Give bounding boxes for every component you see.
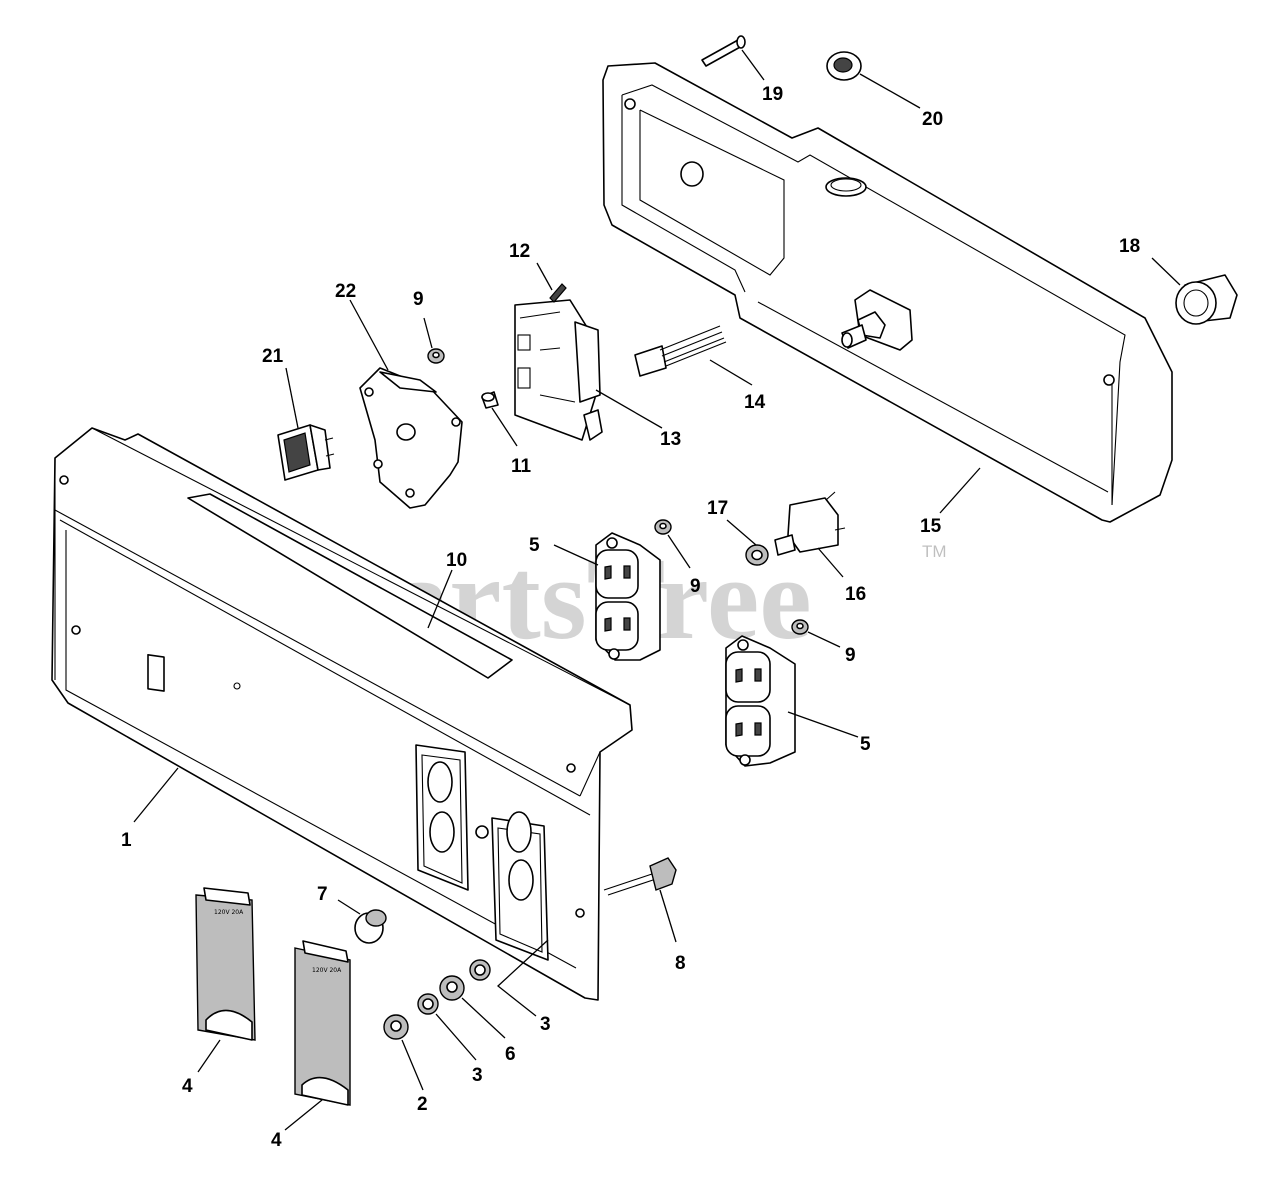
part-16-circuit-breaker[interactable] — [774, 491, 846, 556]
callout-18: 18 — [1119, 236, 1140, 257]
svg-text:120V 20A: 120V 20A — [312, 967, 342, 974]
part-14-harness[interactable] — [634, 325, 727, 377]
part-3-washer-left[interactable] — [417, 993, 439, 1015]
callout-16: 16 — [845, 584, 866, 605]
part-2-nut[interactable] — [383, 1014, 409, 1040]
callout-3-right: 3 — [540, 1014, 551, 1035]
callout-9-right: 9 — [845, 645, 856, 666]
callout-1: 1 — [121, 830, 132, 851]
part-13-circuit-board[interactable] — [514, 299, 603, 441]
callout-20: 20 — [922, 109, 943, 130]
part-11-pin[interactable] — [481, 391, 499, 409]
callout-15: 15 — [920, 516, 942, 537]
part-9-nut-middle[interactable] — [654, 519, 672, 535]
callout-13: 13 — [660, 429, 681, 450]
part-17-washer[interactable] — [745, 544, 769, 566]
part-8-bolt[interactable] — [603, 857, 677, 896]
callout-3-left: 3 — [472, 1065, 483, 1086]
part-4-cover-left[interactable]: 120V 20A — [195, 887, 256, 1041]
part-22-bracket[interactable] — [359, 367, 463, 509]
part-20-grommet[interactable] — [826, 51, 862, 81]
callout-4-left: 4 — [182, 1076, 193, 1097]
callout-9-top: 9 — [413, 289, 424, 310]
callout-7: 7 — [317, 884, 328, 905]
callout-9-middle: 9 — [690, 576, 701, 597]
callout-2: 2 — [417, 1094, 428, 1115]
part-7-knob[interactable] — [354, 909, 387, 944]
callout-17: 17 — [707, 498, 728, 519]
callout-5-lower: 5 — [860, 734, 871, 755]
part-5-receptacle-lower[interactable] — [725, 635, 796, 767]
callout-5-upper: 5 — [529, 535, 540, 556]
part-19-pin[interactable] — [701, 35, 746, 67]
callout-11: 11 — [511, 456, 532, 477]
callout-21: 21 — [262, 346, 284, 367]
callout-14: 14 — [744, 392, 766, 413]
part-5-receptacle-upper[interactable] — [595, 532, 661, 661]
callout-6: 6 — [505, 1044, 516, 1065]
part-21-rocker-switch[interactable] — [277, 424, 335, 481]
part-9-nut-top[interactable] — [427, 348, 445, 364]
callout-22: 22 — [335, 281, 356, 302]
callouts: 1 2 3 3 4 4 5 5 6 7 8 9 9 9 10 11 12 13 … — [121, 84, 1140, 1151]
part-9-nut-right[interactable] — [791, 619, 809, 635]
part-4-cover-right[interactable]: 120V 20A — [294, 940, 351, 1106]
svg-text:120V 20A: 120V 20A — [214, 909, 244, 916]
watermark-trademark: TM — [922, 542, 947, 561]
part-18-plug[interactable] — [1175, 274, 1238, 325]
callout-12: 12 — [509, 241, 530, 262]
callout-8: 8 — [675, 953, 686, 974]
callout-10: 10 — [446, 550, 467, 571]
leader-lines — [133, 49, 1181, 1131]
callout-4-right: 4 — [271, 1130, 282, 1151]
part-12-screw[interactable] — [549, 283, 567, 303]
part-3-washer-right[interactable] — [469, 959, 491, 981]
part-6-nut[interactable] — [439, 975, 465, 1001]
part-15-housing[interactable] — [602, 62, 1173, 523]
part-1-front-panel[interactable] — [51, 427, 633, 1001]
callout-19: 19 — [762, 84, 783, 105]
